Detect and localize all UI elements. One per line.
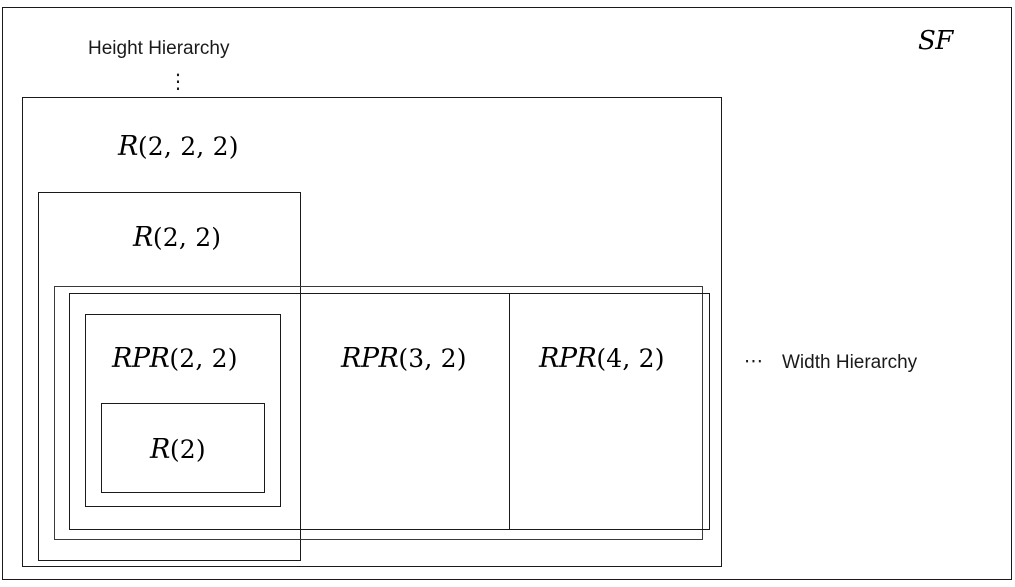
r-2-2-2-label-symbol: R bbox=[118, 131, 138, 162]
r-2-label: R(2) bbox=[150, 434, 206, 465]
r-2-2-2-label-args: (2, 2, 2) bbox=[137, 132, 239, 161]
width-hierarchy-label: Width Hierarchy bbox=[782, 352, 918, 373]
rpr-2-2-label: RPR(2, 2) bbox=[112, 343, 238, 374]
rpr-4-2-label-symbol: RPR bbox=[539, 343, 597, 374]
rpr-3-2-box bbox=[69, 293, 510, 530]
rpr-4-2-label-args: (4, 2) bbox=[596, 344, 665, 373]
rpr-outer-container-box bbox=[54, 286, 703, 540]
height-hierarchy-vertical-dots-icon: ⋮ bbox=[168, 69, 188, 93]
r-2-2-label-symbol: R bbox=[133, 222, 153, 253]
r-2-2-2-label: R(2, 2, 2) bbox=[118, 131, 239, 162]
rpr-2-2-label-symbol: RPR bbox=[112, 343, 170, 374]
sf-label-text: SF bbox=[918, 26, 953, 56]
height-hierarchy-label: Height Hierarchy bbox=[88, 38, 230, 59]
r-2-2-box bbox=[38, 192, 301, 561]
r-2-label-symbol: R bbox=[150, 434, 170, 465]
r-2-2-label-args: (2, 2) bbox=[152, 223, 222, 252]
sf-frame-box bbox=[2, 7, 1012, 580]
sf-label: SF bbox=[918, 26, 953, 56]
rpr-2-2-label-args: (2, 2) bbox=[169, 344, 238, 373]
rpr-4-2-label: RPR(4, 2) bbox=[539, 343, 665, 374]
rpr-3-2-label-args: (3, 2) bbox=[398, 344, 467, 373]
r-2-2-label: R(2, 2) bbox=[133, 222, 221, 253]
rpr-3-2-label: RPR(3, 2) bbox=[341, 343, 467, 374]
rpr-2-2-box bbox=[85, 314, 281, 507]
width-hierarchy-horizontal-dots-icon: ⋯ bbox=[744, 350, 763, 372]
rpr-3-2-label-symbol: RPR bbox=[341, 343, 399, 374]
r-2-label-args: (2) bbox=[169, 435, 206, 464]
r-2-box bbox=[101, 403, 265, 493]
r-2-2-2-box bbox=[22, 97, 722, 567]
